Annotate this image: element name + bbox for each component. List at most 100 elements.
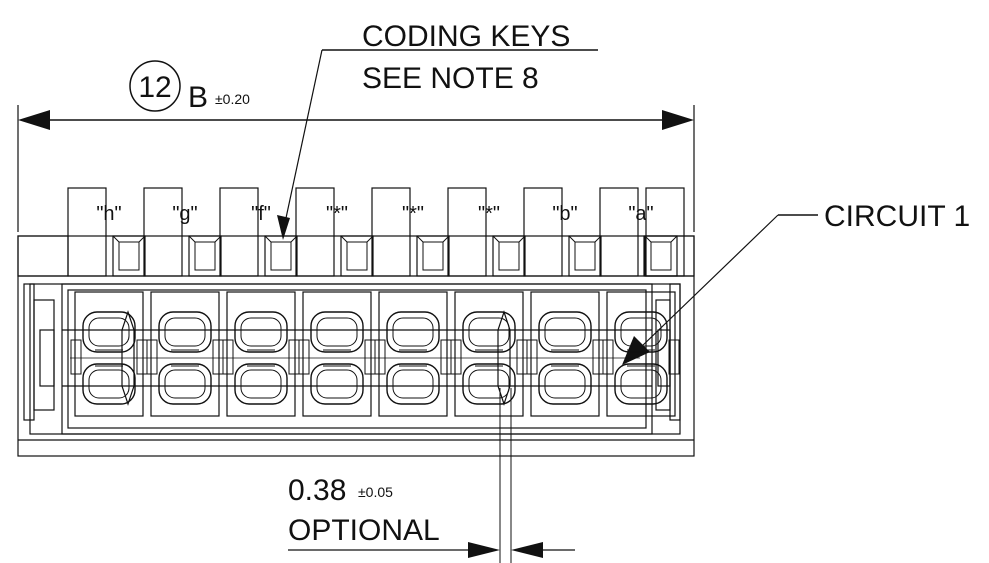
latch-right (364, 339, 376, 375)
latch-left (450, 339, 462, 375)
circuit-label: CIRCUIT 1 (824, 200, 970, 233)
contact-lower (386, 363, 440, 405)
key-window (264, 235, 298, 277)
housing-tab (645, 187, 685, 277)
key-window-bevel (442, 235, 450, 243)
latch-right (592, 339, 604, 375)
contact-lower (538, 363, 592, 405)
housing-tab (523, 187, 563, 277)
coding-key-label: "f" (251, 203, 271, 225)
contact-upper-inner (544, 317, 586, 347)
contact-lower-inner (240, 369, 282, 399)
key-window-inner (574, 241, 596, 271)
contact-upper-inner (240, 317, 282, 347)
cavity-frame (302, 291, 372, 417)
latch-right (440, 339, 452, 375)
cavity-frame (606, 291, 676, 417)
contact-upper-inner (164, 317, 206, 347)
contact-upper (614, 311, 668, 353)
contact-lower-inner (164, 369, 206, 399)
key-window-bevel (290, 235, 298, 243)
contact-lower-inner (544, 369, 586, 399)
cavity-frame (530, 291, 600, 417)
latch-left (602, 339, 614, 375)
key-window (188, 235, 222, 277)
coding-key-label: "g" (172, 203, 197, 225)
latch-left (222, 339, 234, 375)
key-window-bevel (366, 235, 374, 243)
contact-upper-inner (620, 317, 662, 347)
latch-right (212, 339, 224, 375)
coding-key-label: "*" (402, 203, 424, 225)
cavity-frame (454, 291, 524, 417)
contact-upper-inner (88, 317, 130, 347)
contact-lower-inner (316, 369, 358, 399)
key-window (340, 235, 374, 277)
contact-upper-inner (316, 317, 358, 347)
contact-lower-inner (88, 369, 130, 399)
key-window-bevel (214, 235, 222, 243)
contact-upper (538, 311, 592, 353)
coding-key-labels: "h""g""f""*""*""*""b""a" (96, 203, 653, 225)
key-window-bevel (594, 235, 602, 243)
contact-upper-inner (468, 317, 510, 347)
gap-value: 0.38 (288, 474, 346, 507)
latch-right (516, 339, 528, 375)
contact-upper (462, 311, 516, 353)
key-window-inner (346, 241, 368, 271)
latch-left (526, 339, 538, 375)
key-window (416, 235, 450, 277)
key-window (644, 235, 678, 277)
housing-tab (219, 187, 259, 277)
key-window-inner (194, 241, 216, 271)
coding-keys-label: CODING KEYS (362, 20, 570, 53)
contact-lower-inner (468, 369, 510, 399)
contact-upper (82, 311, 136, 353)
width-dimension: 12 B ±0.20 (17, 60, 695, 232)
latch-left (146, 339, 158, 375)
latch-left (298, 339, 310, 375)
key-window-inner (270, 241, 292, 271)
coding-key-label: "*" (478, 203, 500, 225)
key-window (568, 235, 602, 277)
key-window-bevel (644, 235, 652, 243)
housing-tab (447, 187, 487, 277)
key-window-bevel (670, 235, 678, 243)
key-window-inner (650, 241, 672, 271)
latch-right (288, 339, 300, 375)
circuit-callout: CIRCUIT 1 (622, 200, 970, 365)
gap-arrow-right (511, 542, 543, 558)
key-window-bevel (340, 235, 348, 243)
key-window-bevel (492, 235, 500, 243)
cavity-frame (378, 291, 448, 417)
contact-upper (234, 311, 288, 353)
key-window-bevel (518, 235, 526, 243)
contact-lower (310, 363, 364, 405)
housing-tab (371, 187, 411, 277)
cavity-frame (150, 291, 220, 417)
key-window-inner (498, 241, 520, 271)
dimension-label: B (188, 81, 208, 114)
gap-arrow-left (468, 542, 500, 558)
gap-dimension: 0.38 ±0.05 OPTIONAL (288, 388, 575, 563)
contact-upper (158, 311, 212, 353)
contact-upper (310, 311, 364, 353)
dimension-arrow-left (18, 110, 50, 130)
latch-left (374, 339, 386, 375)
contact-lower-inner (392, 369, 434, 399)
housing-tab (599, 187, 639, 277)
key-window-bevel (188, 235, 196, 243)
callout-balloon (129, 60, 181, 112)
key-window (492, 235, 526, 277)
housing-tab (67, 187, 107, 277)
key-window-inner (422, 241, 444, 271)
coding-key-windows (112, 235, 678, 277)
top-tabs (67, 187, 685, 277)
coding-keys-callout: CODING KEYS SEE NOTE 8 (277, 20, 598, 240)
key-window-bevel (416, 235, 424, 243)
key-window-bevel (112, 235, 120, 243)
coding-key-label: "h" (96, 203, 121, 225)
contact-upper-inner (392, 317, 434, 347)
contact-lower (82, 363, 136, 405)
